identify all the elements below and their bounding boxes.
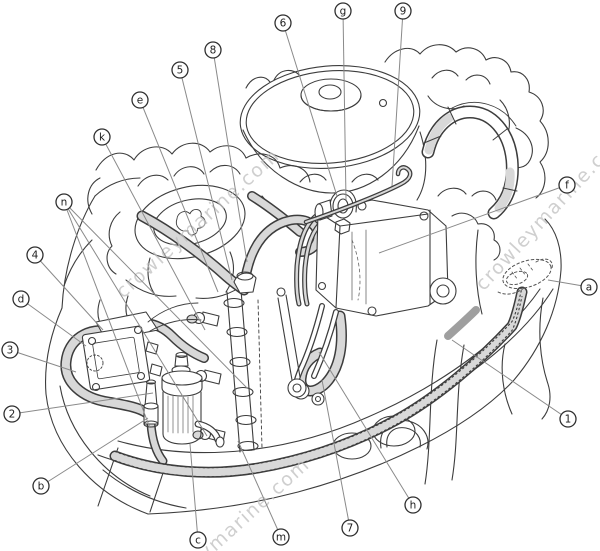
leader-line-d bbox=[20, 298, 87, 347]
callout-circle-2 bbox=[3, 405, 21, 423]
callout-4: 4 bbox=[26, 246, 44, 264]
leader-line-n bbox=[63, 201, 151, 429]
callout-circle-n bbox=[55, 193, 73, 211]
callout-f: f bbox=[558, 176, 576, 194]
leader-line-6 bbox=[282, 22, 338, 197]
callout-label-7: 7 bbox=[347, 523, 354, 535]
callout-circle-e bbox=[131, 91, 149, 109]
callout-label-2: 2 bbox=[9, 409, 16, 421]
leader-line-n bbox=[63, 201, 208, 437]
callout-circle-5 bbox=[171, 61, 189, 79]
leader-line-7 bbox=[321, 379, 351, 529]
callout-d: d bbox=[12, 290, 30, 308]
callout-1: 1 bbox=[559, 410, 577, 428]
leader-line-c bbox=[189, 443, 199, 541]
callout-circle-g bbox=[334, 2, 352, 20]
callout-circle-9 bbox=[394, 2, 412, 20]
callout-label-h: h bbox=[410, 500, 417, 512]
callout-7: 7 bbox=[341, 519, 359, 537]
callout-circle-m bbox=[272, 528, 290, 546]
callout-circle-8 bbox=[204, 41, 222, 59]
callout-label-9: 9 bbox=[400, 6, 407, 18]
callout-label-6: 6 bbox=[280, 18, 287, 30]
callout-5: 5 bbox=[171, 61, 189, 79]
leader-line-m bbox=[237, 440, 282, 538]
callout-h: h bbox=[404, 496, 422, 514]
fuel-injectors bbox=[186, 311, 226, 443]
callout-circle-d bbox=[12, 290, 30, 308]
callout-label-a: a bbox=[586, 282, 592, 294]
callout-circle-k bbox=[93, 128, 111, 146]
callout-circle-7 bbox=[341, 519, 359, 537]
callout-2: 2 bbox=[3, 405, 21, 423]
callout-circle-a bbox=[580, 278, 598, 296]
callout-label-4: 4 bbox=[32, 250, 39, 262]
callout-label-3: 3 bbox=[7, 345, 14, 357]
callout-9: 9 bbox=[394, 2, 412, 20]
callout-label-k: k bbox=[99, 132, 106, 144]
callout-circle-6 bbox=[274, 14, 292, 32]
callout-circle-3 bbox=[1, 341, 19, 359]
callout-label-f: f bbox=[565, 180, 569, 192]
callout-circle-4 bbox=[26, 246, 44, 264]
leader-line-1 bbox=[451, 339, 569, 420]
fuel-rail bbox=[186, 271, 263, 453]
leader-line-e bbox=[139, 99, 219, 293]
callout-6: 6 bbox=[274, 14, 292, 32]
leader-line-f bbox=[378, 184, 568, 254]
cylinder-head bbox=[384, 44, 549, 315]
throttle-linkage bbox=[276, 287, 307, 398]
fuel-hoses bbox=[60, 191, 528, 478]
leader-line-b bbox=[40, 417, 149, 487]
callout-label-n: n bbox=[61, 197, 68, 209]
leader-line-8 bbox=[212, 49, 248, 263]
callout-label-g: g bbox=[340, 6, 347, 18]
callout-circle-b bbox=[32, 477, 50, 495]
fuel-pump-assembly bbox=[292, 165, 457, 406]
leader-line-k bbox=[101, 136, 206, 331]
flywheel bbox=[239, 65, 421, 219]
callout-circle-1 bbox=[559, 410, 577, 428]
callout-m: m bbox=[272, 528, 290, 546]
callout-k: k bbox=[93, 128, 111, 146]
leader-line-h bbox=[318, 351, 414, 506]
leader-line-4 bbox=[34, 254, 104, 331]
callout-label-e: e bbox=[137, 95, 143, 107]
callout-circle-h bbox=[404, 496, 422, 514]
leader-line-g bbox=[342, 10, 347, 201]
leader-line-5 bbox=[179, 69, 233, 281]
leader-line-9 bbox=[391, 10, 404, 187]
leader-lines bbox=[9, 10, 590, 541]
callout-e: e bbox=[131, 91, 149, 109]
callout-label-c: c bbox=[195, 535, 201, 547]
callout-circle-f bbox=[558, 176, 576, 194]
leader-line-2 bbox=[11, 392, 154, 415]
breather-hose-arch bbox=[421, 101, 519, 220]
hidden-connector-outline bbox=[497, 258, 553, 295]
callout-c: c bbox=[189, 531, 207, 549]
leader-line-3 bbox=[9, 349, 77, 373]
callout-label-d: d bbox=[18, 294, 25, 306]
ignition-coil bbox=[81, 302, 202, 392]
callout-g: g bbox=[334, 2, 352, 20]
callout-label-m: m bbox=[276, 532, 286, 544]
fuel-pipe-hook bbox=[303, 165, 413, 225]
callout-label-5: 5 bbox=[177, 65, 184, 77]
callout-a: a bbox=[580, 278, 598, 296]
engine-illustration bbox=[45, 44, 562, 515]
callout-circle-c bbox=[189, 531, 207, 549]
callout-b: b bbox=[32, 477, 50, 495]
callout-3: 3 bbox=[1, 341, 19, 359]
callout-label-1: 1 bbox=[565, 414, 572, 426]
callout-label-b: b bbox=[38, 481, 45, 493]
callout-8: 8 bbox=[204, 41, 222, 59]
leader-line-n bbox=[63, 201, 248, 389]
callout-n: n bbox=[55, 193, 73, 211]
callout-label-8: 8 bbox=[210, 45, 217, 57]
